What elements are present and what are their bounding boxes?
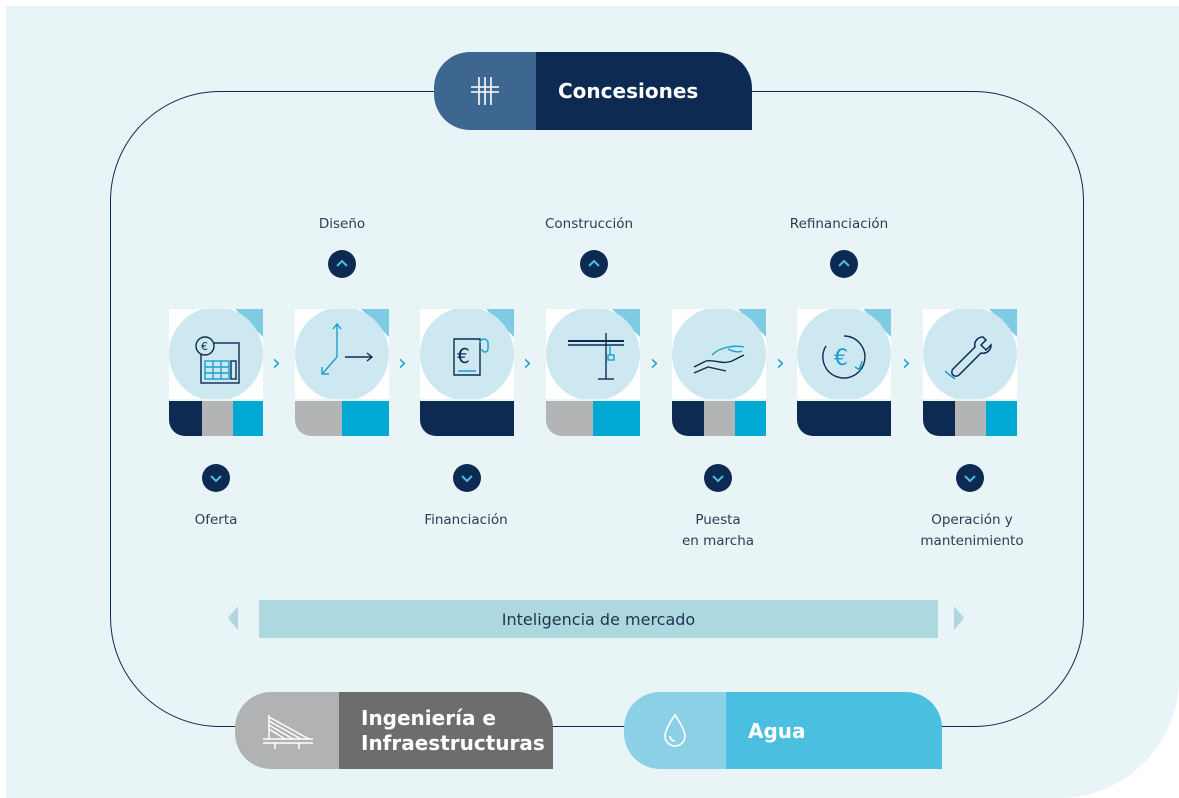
concesiones-label: Concesiones	[536, 52, 752, 130]
step-oferta: €	[169, 309, 263, 436]
step-diseno	[295, 309, 389, 436]
chevron-right-icon: ›	[523, 351, 532, 376]
road-bridge-icon	[434, 52, 536, 130]
handshake-icon	[693, 345, 745, 374]
label-oferta: Oferta	[194, 512, 238, 528]
concesiones-tag: Concesiones	[434, 52, 752, 130]
chevron-down-icon[interactable]	[202, 464, 230, 492]
label-financiacion: Financiación	[424, 512, 508, 528]
euro-document-icon: €	[453, 338, 489, 376]
calculator-euro-icon: €	[195, 336, 240, 384]
cable-bridge-icon	[235, 692, 339, 769]
label-refinanciacion: Refinanciación	[789, 216, 889, 232]
chevron-right-icon: ›	[398, 351, 407, 376]
label-operacion-line1: Operación y	[931, 512, 1013, 528]
chevron-down-icon[interactable]	[704, 464, 732, 492]
crane-icon	[568, 333, 624, 380]
label-puesta-line2: en marcha	[681, 533, 755, 549]
axes-arrows-icon	[321, 322, 374, 375]
chevron-up-icon[interactable]	[328, 250, 356, 278]
triangle-right-icon	[954, 606, 964, 630]
chevron-down-icon[interactable]	[453, 464, 481, 492]
ingenieria-label-line1: Ingeniería e	[361, 705, 496, 730]
svg-text:€: €	[457, 344, 470, 368]
svg-text:€: €	[201, 340, 208, 353]
euro-cycle-icon: €	[822, 335, 866, 379]
triangle-left-icon	[228, 606, 238, 630]
chevron-right-icon: ›	[776, 351, 785, 376]
agua-tag: Agua	[624, 692, 942, 769]
market-intelligence-bar: Inteligencia de mercado	[259, 600, 938, 638]
label-operacion-line2: mantenimiento	[920, 533, 1024, 549]
agua-label: Agua	[726, 692, 942, 769]
chevron-up-icon[interactable]	[830, 250, 858, 278]
step-puesta-en-marcha	[672, 309, 766, 436]
chevron-right-icon: ›	[272, 351, 281, 376]
water-drop-icon	[624, 692, 726, 769]
chevron-right-icon: ›	[902, 351, 911, 376]
ingenieria-label-line2: Infraestructuras	[361, 730, 545, 755]
label-puesta-line1: Puesta	[695, 512, 741, 528]
chevron-up-icon[interactable]	[580, 250, 608, 278]
chevron-right-icon: ›	[650, 351, 659, 376]
chevron-down-icon[interactable]	[956, 464, 984, 492]
wrench-icon	[944, 336, 992, 380]
label-puesta-en-marcha: Puesta en marcha	[656, 510, 780, 552]
label-operacion-mantenimiento: Operación y mantenimiento	[910, 510, 1034, 552]
label-construccion: Construcción	[544, 216, 634, 232]
step-financiacion: €	[420, 309, 514, 436]
svg-text:€: €	[834, 346, 848, 371]
step-operacion-mantenimiento	[923, 309, 1017, 436]
step-refinanciacion: €	[797, 309, 891, 436]
step-construccion	[546, 309, 640, 436]
label-diseno: Diseño	[318, 216, 366, 232]
